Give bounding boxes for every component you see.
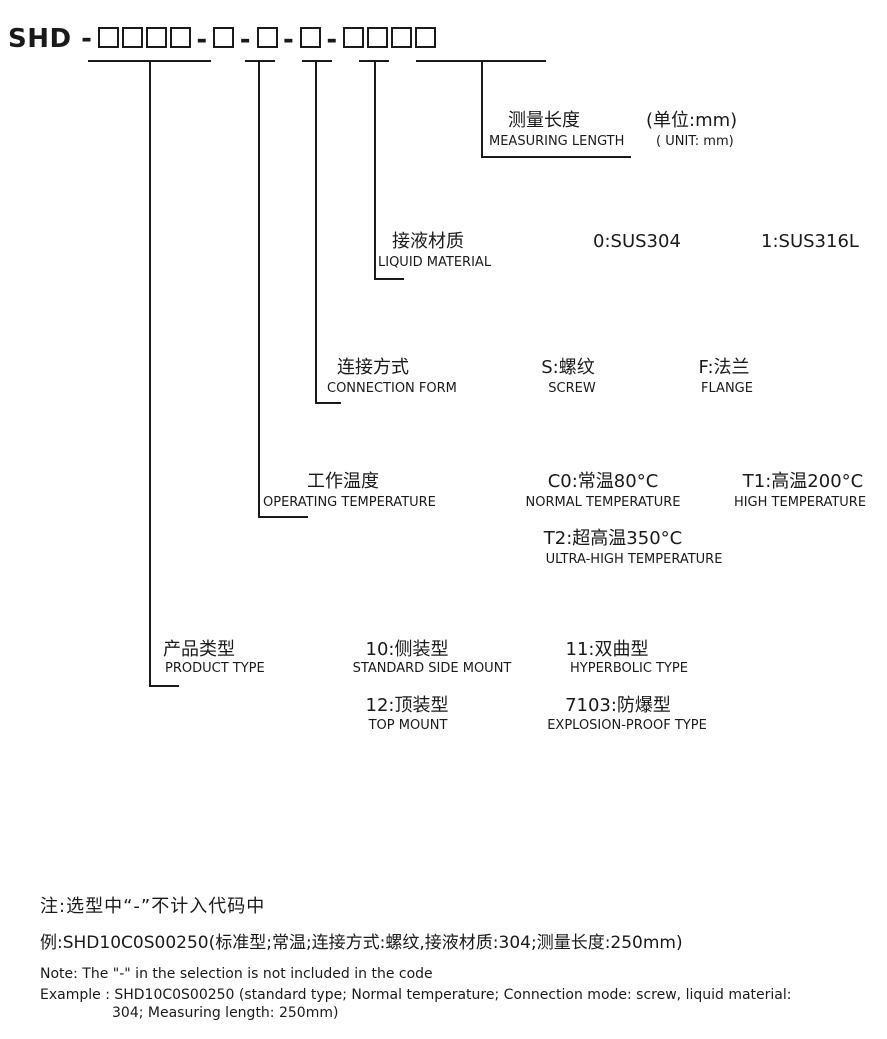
leader-connection-horizontal (315, 402, 341, 404)
code-group-product-type (96, 24, 192, 54)
leader-material-horizontal (374, 278, 404, 280)
leader-product-horizontal (149, 685, 179, 687)
measuring-length-cn: 测量长度 (508, 110, 580, 131)
code-box (213, 27, 235, 48)
product-option-7103-cn: 7103:防爆型 (565, 695, 671, 716)
model-code-header: SHD ----- (8, 22, 438, 57)
product-option-7103-en: EXPLOSION-PROOF TYPE (547, 718, 707, 733)
separator-dash: - (196, 24, 208, 55)
temperature-option-t1-en: HIGH TEMPERATURE (733, 495, 867, 510)
product-option-10-en: STANDARD SIDE MOUNT (352, 661, 512, 676)
note-en: Note: The "-" in the selection is not in… (40, 966, 433, 982)
leader-length-horizontal (481, 156, 631, 158)
separator-dash: - (326, 24, 338, 55)
operating-temperature-cn: 工作温度 (307, 471, 379, 492)
operating-temperature-en: OPERATING TEMPERATURE (263, 495, 436, 510)
material-option-sus304: 0:SUS304 (593, 231, 681, 252)
product-type-cn: 产品类型 (163, 639, 235, 660)
temperature-option-t2-cn: T2:超高温350°C (543, 528, 683, 549)
material-option-sus316l: 1:SUS316L (761, 231, 859, 252)
liquid-material-en: LIQUID MATERIAL (378, 255, 492, 270)
code-box (145, 27, 167, 48)
code-box (415, 27, 437, 48)
leader-product-vertical (149, 60, 151, 687)
code-box (299, 27, 321, 48)
product-option-10-cn: 10:侧装型 (365, 639, 449, 660)
leader-connection-vertical (315, 60, 317, 404)
connection-option-screw-cn: S:螺纹 (541, 357, 595, 378)
separator-dash: - (239, 24, 252, 55)
connection-option-flange-en: FLANGE (701, 381, 753, 396)
code-box (169, 27, 191, 48)
code-group-length (342, 24, 438, 54)
code-box (391, 27, 413, 48)
product-type-en: PRODUCT TYPE (165, 661, 265, 676)
product-option-12-en: TOP MOUNT (368, 718, 448, 733)
code-group-connection (255, 24, 279, 54)
code-group-material (298, 24, 322, 54)
underline-temperature (245, 60, 275, 62)
code-box (97, 27, 119, 48)
connection-option-flange-cn: F:法兰 (698, 357, 750, 378)
product-option-11-en: HYPERBOLIC TYPE (570, 661, 688, 676)
temperature-option-c0-en: NORMAL TEMPERATURE (525, 495, 681, 510)
connection-option-screw-en: SCREW (548, 381, 596, 396)
code-box (343, 27, 365, 48)
product-option-12-cn: 12:顶装型 (365, 695, 449, 716)
underline-connection (302, 60, 332, 62)
example-en-line1: Example : SHD10C0S00250 (standard type; … (40, 987, 792, 1003)
leader-temperature-vertical (258, 60, 260, 518)
liquid-material-cn: 接液材质 (392, 231, 464, 252)
leader-temperature-horizontal (258, 516, 308, 518)
measuring-length-unit-en: ( UNIT: mm) (656, 134, 734, 149)
code-box (121, 27, 143, 48)
temperature-option-c0-cn: C0:常温80°C (547, 471, 659, 492)
temperature-option-t2-en: ULTRA-HIGH TEMPERATURE (545, 552, 723, 567)
leader-length-vertical (481, 60, 483, 158)
measuring-length-unit-cn: (单位:mm) (646, 110, 738, 131)
connection-form-cn: 连接方式 (337, 357, 409, 378)
model-prefix: SHD - (8, 24, 93, 54)
example-cn: 例:SHD10C0S00250(标准型;常温;连接方式:螺纹,接液材质:304;… (40, 933, 683, 953)
product-option-11-cn: 11:双曲型 (565, 639, 649, 660)
code-group-temperature (212, 24, 236, 54)
separator-dash: - (283, 24, 295, 55)
temperature-option-t1-cn: T1:高温200°C (742, 471, 864, 492)
measuring-length-en: MEASURING LENGTH (489, 134, 625, 149)
leader-material-vertical (374, 60, 376, 280)
connection-form-en: CONNECTION FORM (327, 381, 457, 396)
code-box (367, 27, 389, 48)
code-box (256, 27, 278, 48)
example-en-line2: 304; Measuring length: 250mm) (112, 1005, 339, 1021)
note-cn: 注:选型中“-”不计入代码中 (40, 896, 266, 917)
